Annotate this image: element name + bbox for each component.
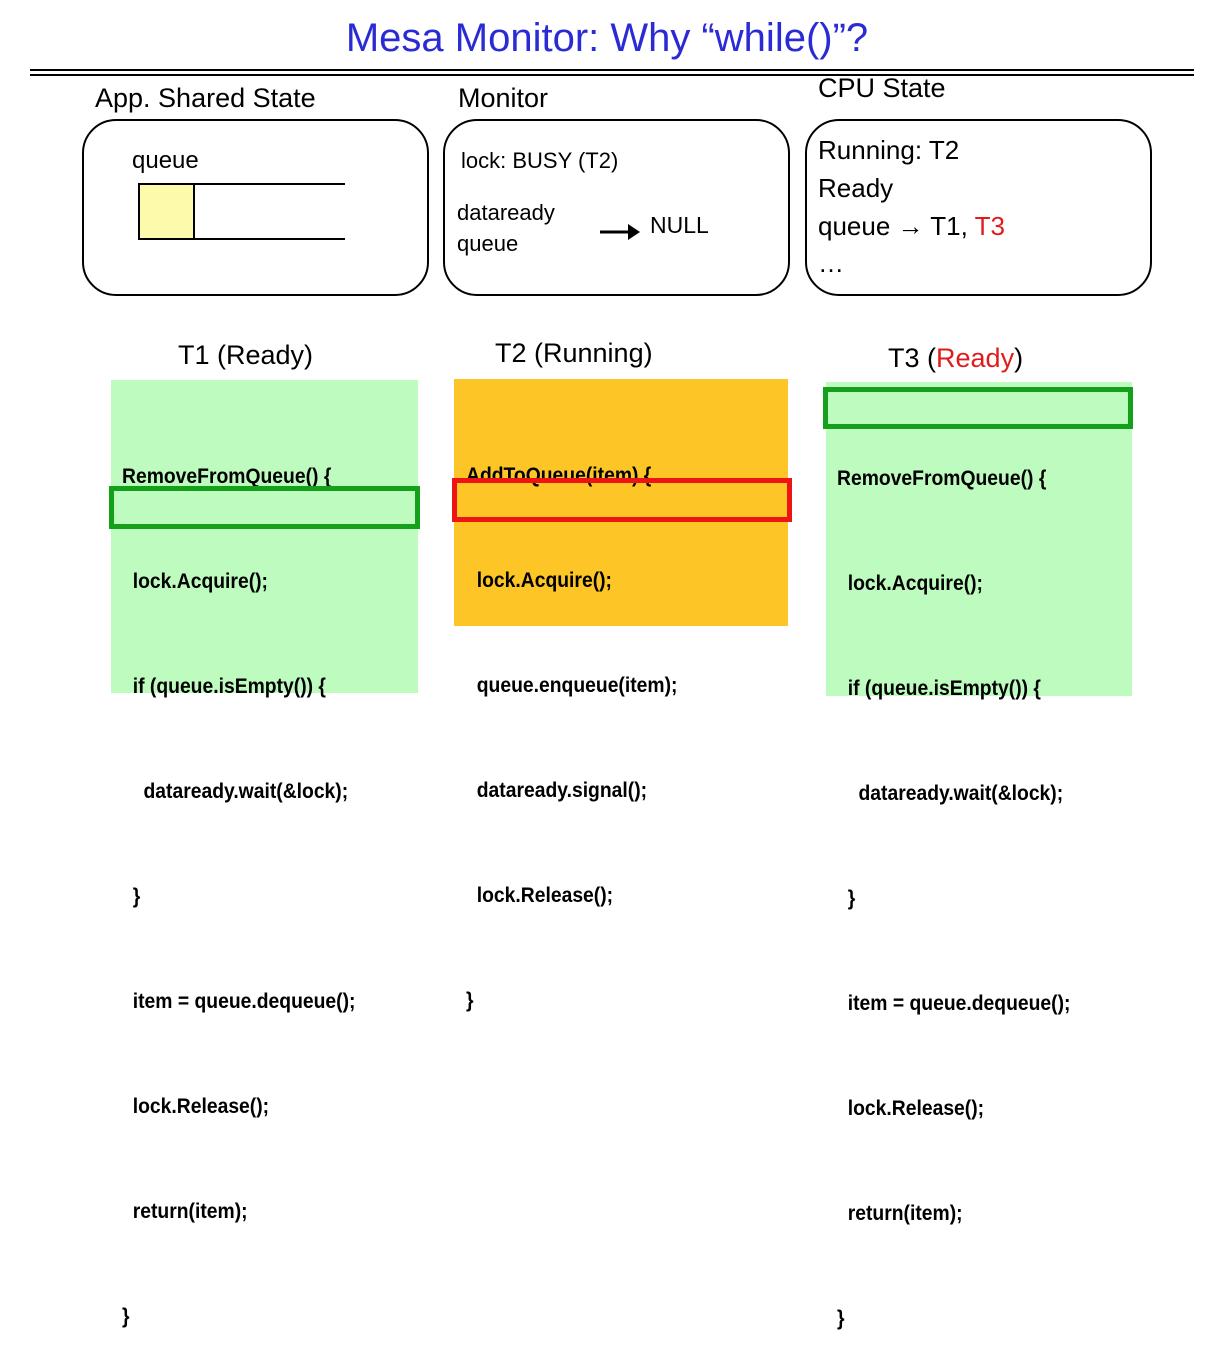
cpu-running: Running: T2	[818, 135, 960, 165]
code-line: RemoveFromQueue() {	[837, 467, 1047, 490]
t1-code-box	[111, 380, 418, 693]
title-rule-top	[30, 69, 1194, 71]
shared-state-label: App. Shared State	[95, 83, 316, 113]
code-line: return(item);	[837, 1202, 963, 1225]
code-line: return(item);	[122, 1200, 248, 1223]
cpu-state-box	[805, 119, 1152, 296]
code-line: }	[122, 885, 141, 908]
dataready-queue-line2: queue	[457, 231, 519, 256]
t2-label: T2 (Running)	[495, 338, 653, 368]
slide-title: Mesa Monitor: Why “while()”?	[345, 16, 869, 60]
code-line: queue.enqueue(item);	[466, 674, 678, 697]
lock-status: lock: BUSY (T2)	[461, 148, 619, 173]
queue-slot	[138, 183, 195, 240]
arrow-icon	[600, 224, 640, 240]
dataready-queue-line1: dataready	[457, 200, 555, 225]
t1-wait-highlight	[109, 486, 420, 529]
cpu-ellipsis: …	[818, 248, 844, 278]
code-line: RemoveFromQueue() {	[122, 465, 332, 488]
code-line: lock.Release();	[837, 1097, 985, 1120]
t2-signal-highlight	[452, 478, 792, 522]
t1-label: T1 (Ready)	[178, 340, 314, 370]
code-line: dataready.wait(&lock);	[837, 782, 1064, 805]
code-line: item = queue.dequeue();	[837, 992, 1071, 1015]
null-label: NULL	[650, 212, 709, 238]
t3-label-prefix: T3 (	[888, 343, 937, 373]
title-rule-bottom	[30, 74, 1194, 76]
code-line: }	[466, 989, 474, 1012]
cpu-state-label: CPU State	[818, 73, 946, 103]
cpu-queue-prefix: queue → T1,	[818, 211, 968, 241]
code-line: lock.Acquire();	[466, 569, 613, 592]
t2-code-box	[454, 379, 788, 626]
queue-diagram	[138, 183, 345, 240]
code-line: }	[837, 887, 856, 910]
t3-code-box	[826, 382, 1132, 696]
t1-code: RemoveFromQueue() { lock.Acquire(); if (…	[122, 389, 355, 1369]
code-line: item = queue.dequeue();	[122, 990, 356, 1013]
cpu-queue-t3: T3	[974, 211, 1005, 241]
code-line: lock.Acquire();	[837, 572, 984, 595]
code-line: }	[122, 1305, 130, 1328]
code-line: if (queue.isEmpty()) {	[837, 677, 1041, 700]
code-line: dataready.signal();	[466, 779, 648, 802]
code-line: }	[837, 1307, 845, 1330]
monitor-label: Monitor	[458, 83, 549, 113]
code-line: lock.Release();	[122, 1095, 270, 1118]
code-line: if (queue.isEmpty()) {	[122, 675, 326, 698]
t3-label: T3 (Ready)	[888, 342, 1023, 374]
cpu-ready: Ready	[818, 173, 894, 203]
cpu-ready-queue: queue → T1, T3	[818, 211, 1005, 241]
t3-entry-highlight	[823, 387, 1133, 429]
t3-label-status: Ready	[936, 343, 1015, 373]
monitor-box	[443, 119, 790, 296]
t3-code: RemoveFromQueue() { lock.Acquire(); if (…	[837, 391, 1070, 1371]
code-line: dataready.wait(&lock);	[122, 780, 349, 803]
t3-label-suffix: )	[1014, 343, 1024, 373]
code-line: lock.Release();	[466, 884, 614, 907]
queue-label: queue	[132, 147, 199, 174]
code-line: lock.Acquire();	[122, 570, 269, 593]
